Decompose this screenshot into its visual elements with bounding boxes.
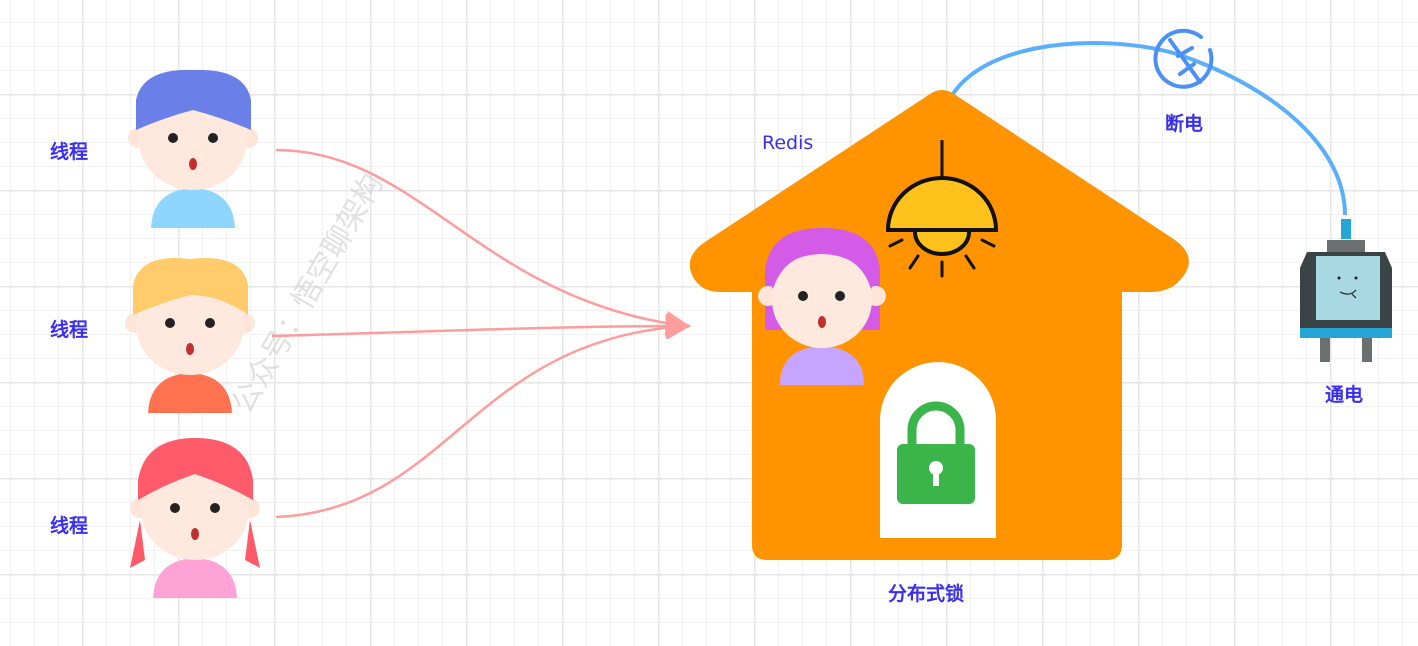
redis-label: Redis — [762, 132, 814, 154]
arrow-thread-2 — [271, 313, 691, 339]
power-off-label: 断电 — [1165, 113, 1204, 135]
house — [689, 90, 1189, 560]
redis-child-avatar — [758, 228, 886, 385]
arrows — [271, 148, 691, 519]
plug-icon[interactable] — [1300, 219, 1392, 362]
thread-label-3: 线程 — [50, 515, 89, 537]
thread-3-avatar — [130, 438, 260, 598]
power-off-icon[interactable] — [1153, 28, 1214, 89]
thread-label-2: 线程 — [50, 319, 89, 341]
thread-1-avatar — [128, 69, 258, 228]
distributed-lock-label: 分布式锁 — [888, 583, 965, 605]
thread-label-1: 线程 — [50, 141, 89, 163]
arrow-thread-1 — [275, 148, 691, 336]
lock-icon — [897, 401, 975, 504]
arrow-thread-3 — [275, 314, 691, 519]
thread-2-avatar — [125, 258, 255, 413]
lamp-icon — [885, 140, 999, 278]
power-on-label: 通电 — [1325, 384, 1364, 406]
